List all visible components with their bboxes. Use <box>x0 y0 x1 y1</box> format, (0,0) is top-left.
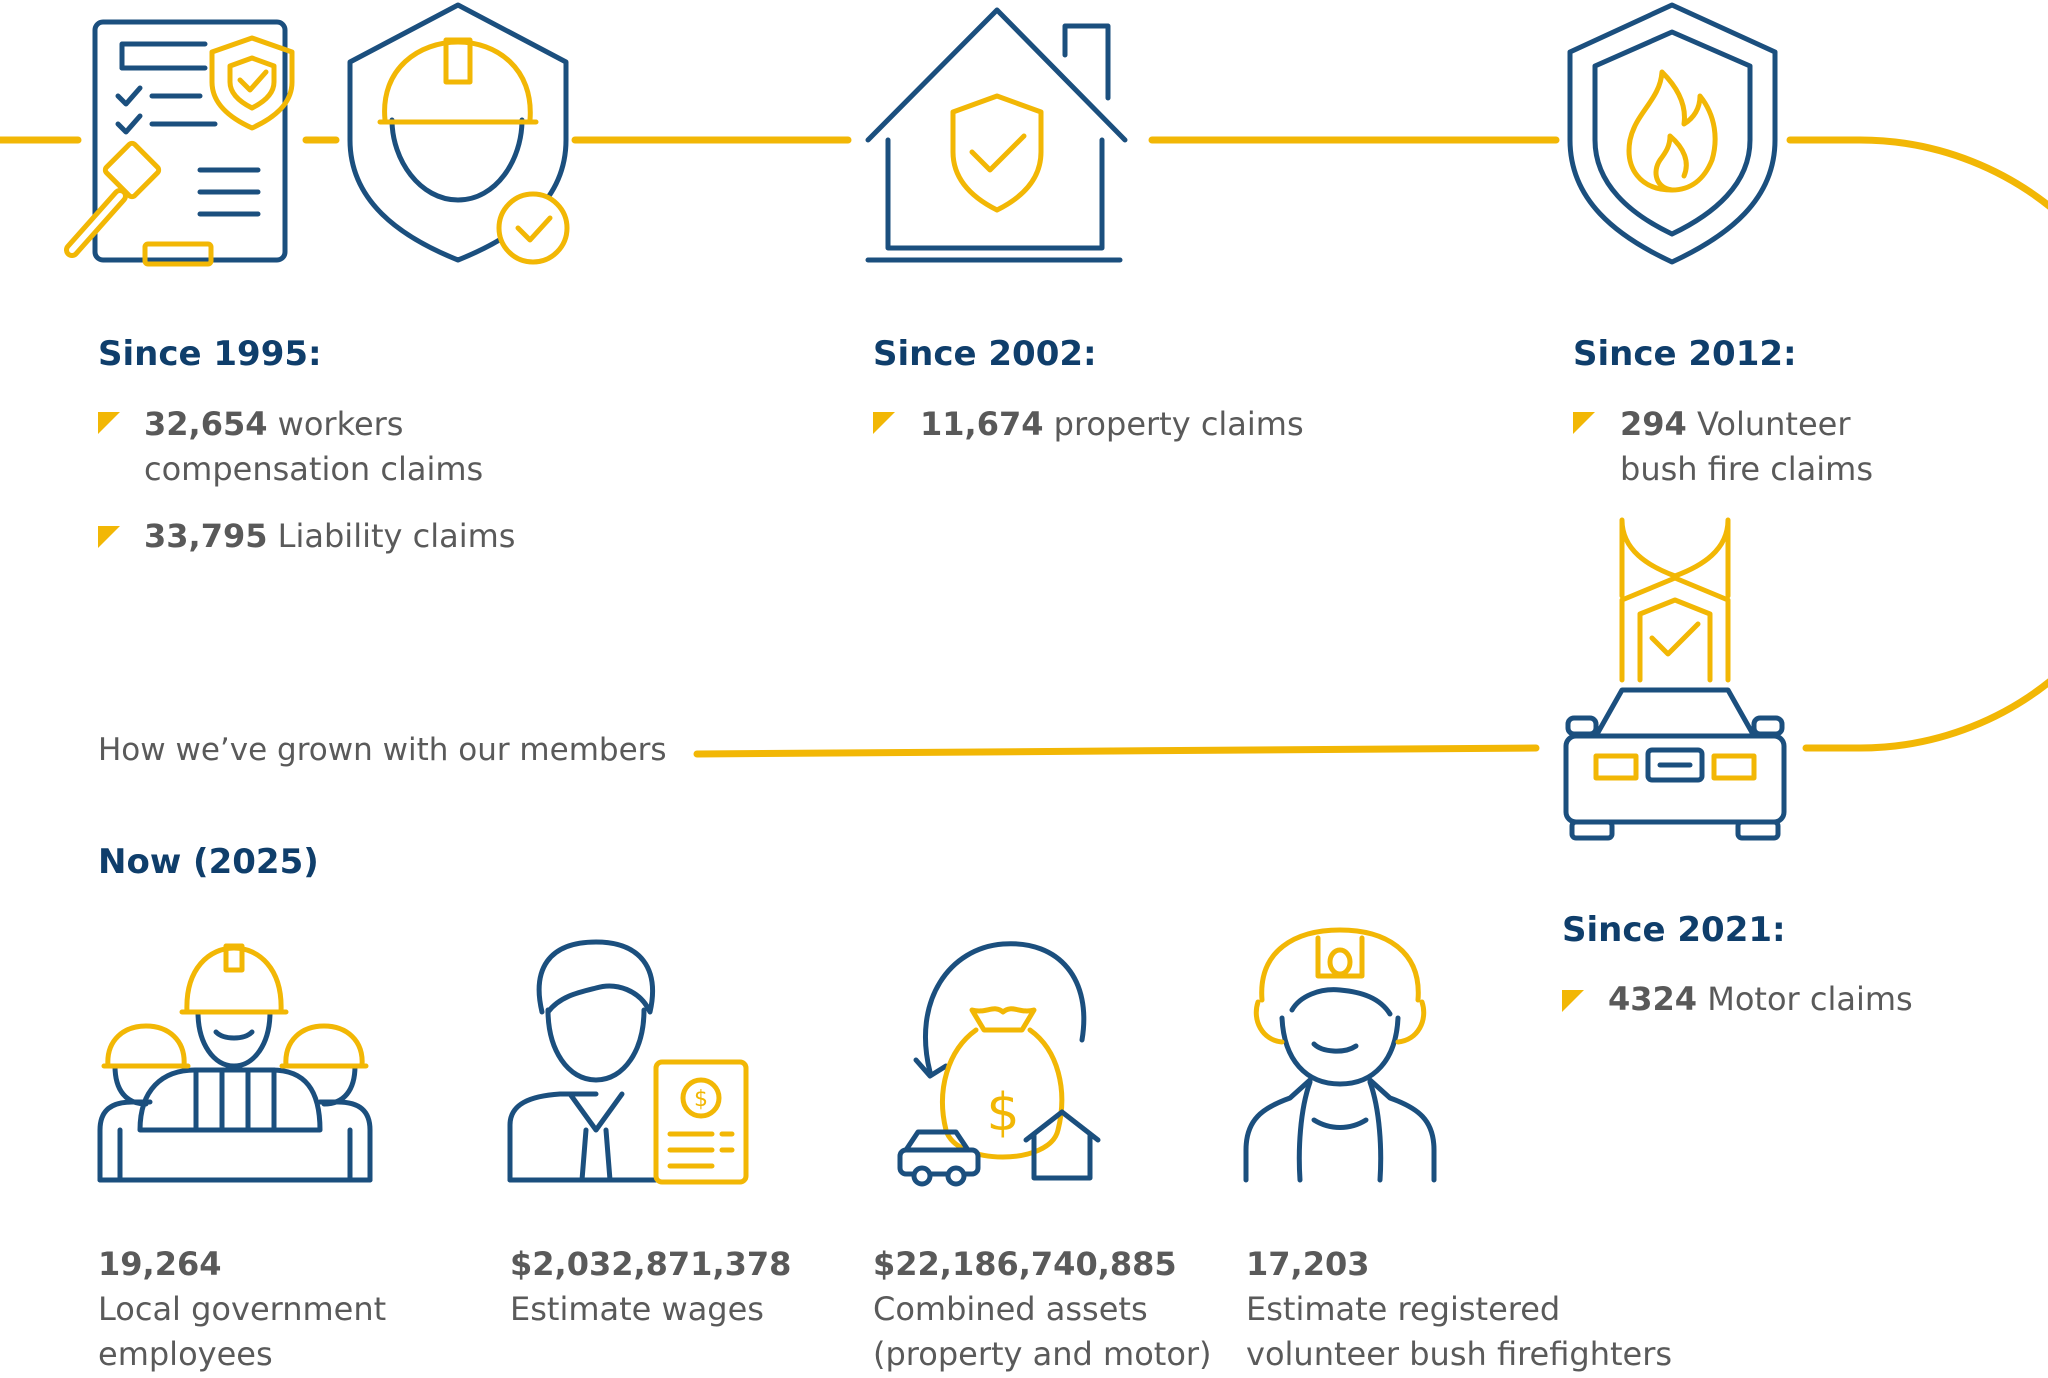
milestone-item-motor: 4324 Motor claims <box>1608 980 1913 1018</box>
milestone-heading-2012: Since 2012: <box>1573 334 1797 374</box>
stat-wages: $2,032,871,378 Estimate wages <box>510 1245 792 1328</box>
businessman-wages-icon: $ <box>507 939 749 1185</box>
stat-employees: 19,264 Local government employees <box>98 1245 387 1373</box>
bullet-marker <box>1562 990 1584 1012</box>
svg-text:$: $ <box>694 1087 708 1112</box>
milestone-item-bushfire: 294 Volunteer bush fire claims <box>1620 405 1874 488</box>
car-shield-icon <box>1563 517 1787 841</box>
bullet-marker <box>98 526 120 548</box>
now-heading: Now (2025) <box>98 842 319 882</box>
stat-firefighters: 17,203 Estimate registered volunteer bus… <box>1246 1245 1673 1373</box>
timeline-line <box>0 136 2048 758</box>
milestone-heading-2002: Since 2002: <box>873 334 1097 374</box>
svg-text:$: $ <box>986 1083 1019 1143</box>
bullet-marker <box>873 412 895 434</box>
milestone-item-liability: 33,795 Liability claims <box>144 517 516 555</box>
stat-assets: $22,186,740,885 Combined assets (propert… <box>873 1245 1212 1373</box>
workers-group-icon <box>97 943 373 1183</box>
milestone-heading-2021: Since 2021: <box>1562 910 1786 950</box>
milestone-heading-1995: Since 1995: <box>98 334 322 374</box>
assets-moneybag-icon: $ <box>897 941 1101 1187</box>
worker-shield-icon <box>347 2 570 265</box>
firefighter-icon <box>1243 927 1437 1183</box>
fire-shield-icon <box>1567 2 1778 265</box>
contract-gavel-icon <box>64 19 295 267</box>
house-shield-icon <box>865 7 1128 263</box>
timeline-tagline: How we’ve grown with our members <box>98 732 667 768</box>
milestone-item-property: 11,674 property claims <box>920 405 1304 443</box>
bullet-marker <box>1573 412 1595 434</box>
bullet-marker <box>98 412 120 434</box>
milestone-item-workers-comp: 32,654 workers compensation claims <box>144 405 484 488</box>
